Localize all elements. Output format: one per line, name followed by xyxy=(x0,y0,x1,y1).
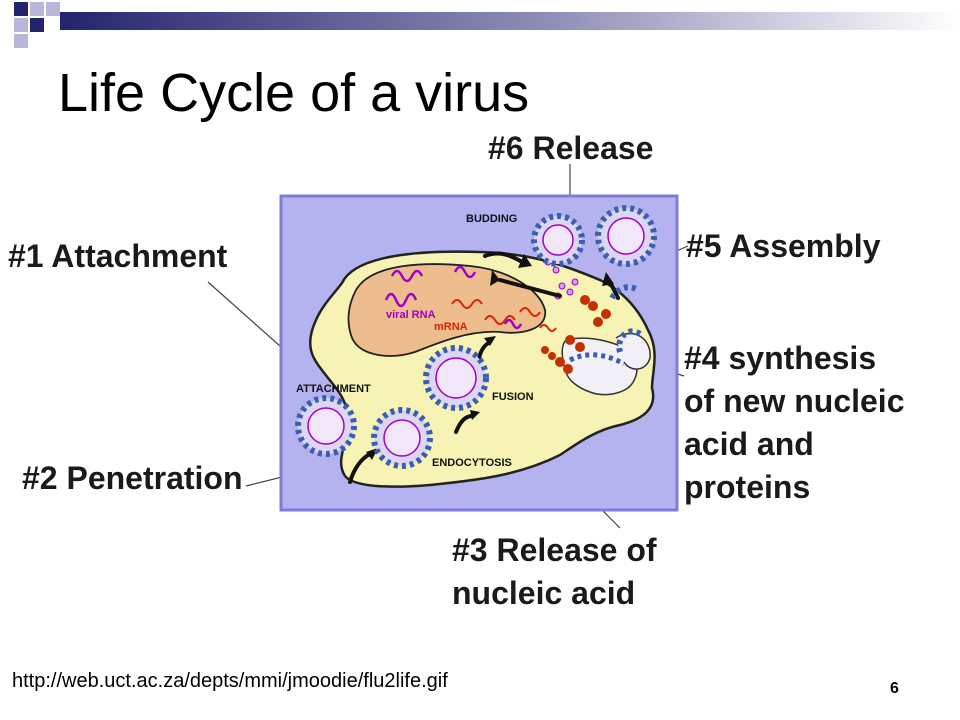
label-synthesis-line-4: proteins xyxy=(684,469,811,505)
mrna-strands xyxy=(451,299,557,332)
virion-assembly-membrane xyxy=(568,284,642,367)
virion-released xyxy=(595,205,657,267)
label-synthesis-line-2: of new nucleic xyxy=(684,383,905,419)
slide-title: Life Cycle of a virus xyxy=(58,63,530,123)
figure-label-viral-rna: viral RNA xyxy=(386,309,436,321)
viral-rna-strands xyxy=(384,265,523,330)
label-synthesis-line-3: acid and xyxy=(684,426,814,462)
label-release: #6 Release xyxy=(488,130,654,166)
page-number: 6 xyxy=(890,680,899,697)
figure-label-fusion: FUSION xyxy=(492,391,534,403)
header-gradient-bar xyxy=(14,2,960,48)
figure-label-endocytosis: ENDOCYTOSIS xyxy=(432,457,512,469)
label-release-nucleic-line-1: #3 Release of xyxy=(452,532,657,568)
figure-label-attachment: ATTACHMENT xyxy=(296,383,371,395)
virion-fusion xyxy=(423,345,489,411)
label-synthesis-line-1: #4 synthesis xyxy=(684,340,877,376)
label-release-nucleic-line-2: nucleic acid xyxy=(452,575,636,611)
virion-attaching xyxy=(295,395,357,457)
figure-label-budding: BUDDING xyxy=(466,213,517,225)
label-attachment: #1 Attachment xyxy=(8,238,228,274)
figure-label-mrna: mRNA xyxy=(434,321,468,333)
ribosome-cluster xyxy=(541,295,611,374)
source-url: http://web.uct.ac.za/depts/mmi/jmoodie/f… xyxy=(12,670,448,692)
label-assembly: #5 Assembly xyxy=(686,228,881,264)
virion-budding xyxy=(531,213,585,267)
slide-header-decoration xyxy=(0,0,960,48)
nucleus xyxy=(347,263,546,357)
virion-endocytosis xyxy=(371,407,433,469)
label-penetration: #2 Penetration xyxy=(22,460,243,496)
